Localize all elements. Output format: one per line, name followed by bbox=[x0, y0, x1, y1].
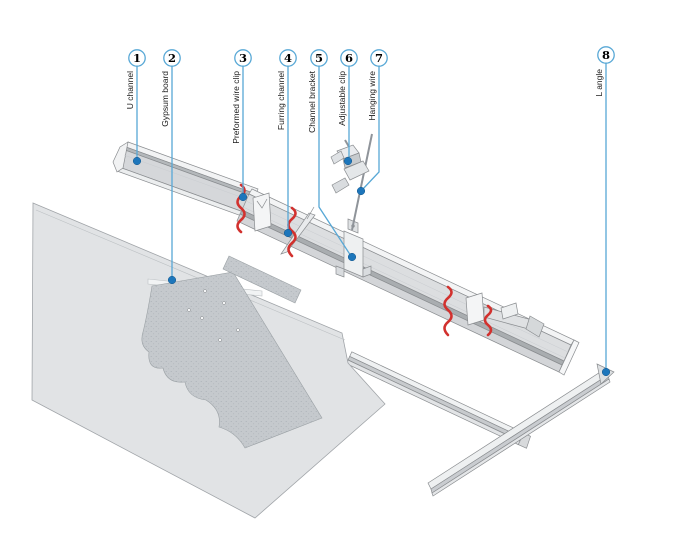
leader-line-5 bbox=[318, 66, 352, 257]
lower-furring-channel bbox=[345, 351, 531, 449]
callout-number-7: 7 bbox=[375, 51, 383, 65]
u-channel-end-face bbox=[112, 141, 129, 173]
preformed-wire-clip-2 bbox=[287, 206, 297, 258]
callout-7: 7 Hanging wire bbox=[356, 49, 388, 196]
callout-label-8: L angle bbox=[594, 69, 604, 97]
callout-number-4: 4 bbox=[284, 51, 292, 65]
callout-2: 2 Gypsum board bbox=[160, 49, 181, 285]
main-channel bbox=[236, 188, 580, 376]
preformed-wire-clip-4 bbox=[483, 304, 493, 337]
callout-circle-4 bbox=[279, 49, 297, 67]
anchor-dot-2 bbox=[167, 275, 177, 285]
furring-fin bbox=[500, 302, 519, 320]
u-channel bbox=[112, 141, 259, 219]
lower-rail-end-face bbox=[517, 432, 531, 449]
anchor-dot-7 bbox=[356, 186, 366, 196]
callout-label-2: Gypsum board bbox=[160, 71, 170, 127]
callout-number-5: 5 bbox=[315, 51, 323, 65]
anchor-dot-8 bbox=[601, 367, 611, 377]
callout-number-3: 3 bbox=[239, 51, 247, 65]
board-edge-thickness bbox=[35, 209, 346, 341]
preformed-wire-clip-3 bbox=[443, 285, 453, 337]
callout-number-8: 8 bbox=[602, 48, 610, 62]
callout-label-3: Preformed wire clip bbox=[231, 71, 241, 144]
gypsum-board bbox=[31, 202, 386, 519]
callout-4: 4 Furring channel bbox=[276, 49, 297, 238]
callout-circle-1 bbox=[128, 49, 146, 67]
callout-1: 1 U channel bbox=[125, 49, 146, 166]
callout-label-6: Adjustable clip bbox=[337, 71, 347, 126]
callout-label-4: Furring channel bbox=[276, 71, 286, 130]
adjustable-clip bbox=[330, 144, 370, 194]
callout-label-1: U channel bbox=[125, 71, 135, 109]
callout-circle-5 bbox=[310, 49, 328, 67]
callout-label-7: Hanging wire bbox=[367, 71, 377, 121]
callout-6: 6 Adjustable clip bbox=[337, 49, 358, 166]
callout-5: 5 Channel bracket bbox=[307, 49, 357, 262]
torn-board-core bbox=[141, 271, 323, 449]
callout-circle-8 bbox=[597, 46, 615, 64]
furring-junction-2 bbox=[443, 285, 545, 338]
board-screws bbox=[187, 289, 240, 342]
anchor-dot-5 bbox=[347, 252, 357, 262]
furring-channel-end-face bbox=[252, 192, 272, 232]
furring-channel-end-face-2 bbox=[465, 292, 485, 326]
callout-circle-7 bbox=[370, 49, 388, 67]
callout-number-2: 2 bbox=[168, 51, 176, 65]
callout-number-1: 1 bbox=[133, 51, 141, 65]
anchor-dot-6 bbox=[343, 156, 353, 166]
anchor-dot-4 bbox=[283, 228, 293, 238]
anchor-dot-3 bbox=[238, 192, 248, 202]
furring-channel-behind-board bbox=[222, 255, 302, 304]
hanging-wire-assembly bbox=[330, 133, 373, 231]
callout-circle-2 bbox=[163, 49, 181, 67]
callout-circle-6 bbox=[340, 49, 358, 67]
anchor-dot-1 bbox=[132, 156, 142, 166]
l-angle bbox=[427, 363, 615, 497]
leader-line-7 bbox=[361, 66, 380, 191]
callout-3: 3 Preformed wire clip bbox=[231, 49, 252, 202]
callout-8: 8 L angle bbox=[594, 46, 615, 377]
callout-circle-3 bbox=[234, 49, 252, 67]
callout-label-5: Channel bracket bbox=[307, 70, 317, 133]
hanging-wire bbox=[351, 133, 373, 231]
preformed-wire-clip-1 bbox=[236, 183, 246, 234]
furring-junction-1 bbox=[236, 183, 316, 258]
main-channel-end-face bbox=[558, 339, 580, 376]
callout-number-6: 6 bbox=[345, 51, 353, 65]
